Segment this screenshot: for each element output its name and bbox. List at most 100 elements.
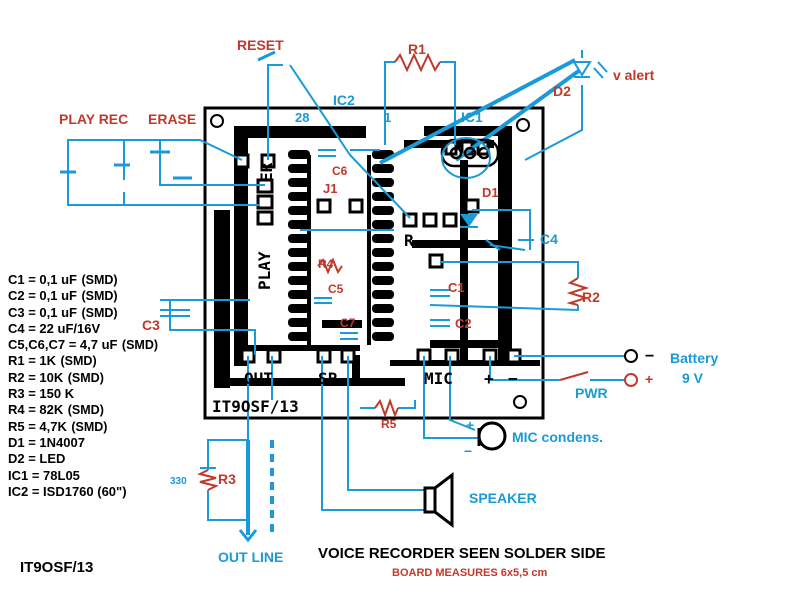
ic1-outline xyxy=(441,137,491,179)
label-j1: J1 xyxy=(323,181,337,196)
part-ref: C5,C6,C7 = 4,7 uF xyxy=(8,337,118,353)
part-ref: C1 = 0,1 uF xyxy=(8,272,77,287)
component-labels: RESET PLAY REC ERASE IC2 IC1 R1 D2 v ale… xyxy=(20,37,718,579)
battery-terminals xyxy=(624,349,638,387)
part-ref: R2 = 10K xyxy=(8,369,64,385)
label-speaker: SPEAKER xyxy=(469,490,537,506)
ic2-pin-pad xyxy=(288,248,310,257)
diode-d1-icon xyxy=(460,214,478,228)
parts-list-item: IC2 = ISD1760 (60") xyxy=(8,484,198,500)
parts-list-item: R3 = 150 K xyxy=(8,386,198,402)
ic2-pin-pad xyxy=(372,332,394,341)
silk-board-id: IT9OSF/13 xyxy=(212,397,299,416)
label-mic-minus: − xyxy=(464,443,472,459)
label-r3: R3 xyxy=(218,471,236,487)
silk-rec: REC xyxy=(233,221,252,250)
silk-out: OUT xyxy=(244,369,273,388)
part-note: (SMD) xyxy=(60,354,97,369)
pcb-board xyxy=(203,106,545,420)
label-c1: C1 xyxy=(448,280,465,295)
label-battery-plus: + xyxy=(645,371,653,387)
part-note: (SMD) xyxy=(81,289,118,304)
silk-sp: SP xyxy=(318,369,337,388)
label-r2: R2 xyxy=(582,289,600,305)
part-ref: C2 = 0,1 uF xyxy=(8,288,77,304)
blue-wiring xyxy=(67,50,630,535)
part-ref: C4 = 22 uF/16V xyxy=(8,320,101,336)
ic2-pin-pad xyxy=(372,206,394,215)
parts-list-item: C5,C6,C7 = 4,7 uF (SMD) xyxy=(8,337,198,353)
label-v-alert: v alert xyxy=(613,67,655,83)
parts-list-item: D2 = LED xyxy=(8,451,198,467)
label-c5: C5 xyxy=(328,282,344,296)
parts-list-item: C4 = 22 uF/16V xyxy=(8,321,198,337)
parts-list-item: C1 = 0,1 uF (SMD) xyxy=(8,272,198,288)
parts-list-item: D1 = 1N4007 xyxy=(8,435,198,451)
label-battery: Battery xyxy=(670,350,718,366)
label-author: IT9OSF/13 xyxy=(20,559,93,576)
label-mic-plus: + xyxy=(466,417,474,433)
parts-list-item: R2 = 10K (SMD) xyxy=(8,370,198,386)
ic2-pin-pad xyxy=(288,192,310,201)
part-ref: D2 = LED xyxy=(8,451,66,467)
diagram-title: VOICE RECORDER SEEN SOLDER SIDE xyxy=(318,545,606,562)
silk-r: R xyxy=(404,231,414,250)
part-ref: C3 = 0,1 uF xyxy=(8,304,77,320)
silk-er: ER xyxy=(257,162,276,182)
silk-mic: MIC xyxy=(424,369,453,388)
ic2-pin-pad xyxy=(288,276,310,285)
ic2-pin-pad xyxy=(288,262,310,271)
part-note: (SMD) xyxy=(71,419,108,434)
label-c2: C2 xyxy=(455,316,472,331)
speaker-icon xyxy=(423,471,454,529)
led-d2-icon xyxy=(572,61,608,79)
part-ref: D1 = 1N4007 xyxy=(8,434,85,450)
label-d1: D1 xyxy=(482,185,499,200)
ic2-pin-pad xyxy=(288,206,310,215)
label-pin-28: 28 xyxy=(295,110,309,125)
power-switch-icon xyxy=(559,371,589,381)
ic2-pin-pad xyxy=(372,304,394,313)
label-ic2: IC2 xyxy=(333,92,355,108)
parts-list-item: R1 = 1K (SMD) xyxy=(8,353,198,369)
label-battery-minus: − xyxy=(645,348,654,365)
ic2-pin-pad xyxy=(372,164,394,173)
label-reset: RESET xyxy=(237,37,284,53)
resistor-symbols xyxy=(197,52,590,491)
ic2-pin-pad xyxy=(372,234,394,243)
microphone-icon xyxy=(477,421,507,451)
label-mic-condens: MIC condens. xyxy=(512,429,603,445)
silk-plus: + xyxy=(484,369,494,388)
ic2-pin-pad xyxy=(372,248,394,257)
label-r1: R1 xyxy=(408,41,426,57)
parts-list-item: R4 = 82K (SMD) xyxy=(8,402,198,418)
parts-list-item: IC1 = 78L05 xyxy=(8,468,198,484)
ic2-pin-pad xyxy=(372,276,394,285)
ground-arrow-icon xyxy=(238,529,258,543)
label-erase: ERASE xyxy=(148,111,196,127)
label-ic1: IC1 xyxy=(461,109,483,125)
parts-list-item: R5 = 4,7K (SMD) xyxy=(8,419,198,435)
label-pin-1: 1 xyxy=(384,110,391,125)
label-play-rec: PLAY REC xyxy=(59,111,128,127)
ic2-pin-pad xyxy=(288,178,310,187)
label-board-measures: BOARD MEASURES 6x5,5 cm xyxy=(392,567,547,579)
label-r5: R5 xyxy=(381,417,397,431)
part-ref: R5 = 4,7K xyxy=(8,418,67,434)
ic2-pin-pad xyxy=(288,290,310,299)
ic2-pin-pad xyxy=(288,332,310,341)
parts-list-item: C2 = 0,1 uF (SMD) xyxy=(8,288,198,304)
capacitor-symbols xyxy=(160,149,534,469)
label-out-line: OUT LINE xyxy=(218,549,283,565)
ic2-pin-pad xyxy=(372,262,394,271)
silkscreen-text: ER REC PLAY R OUT SP MIC + − IT9OSF/13 xyxy=(212,162,518,416)
ic2-pin-pad xyxy=(288,234,310,243)
label-r3-value: 330 xyxy=(170,476,187,487)
ic2-pin-pad xyxy=(372,220,394,229)
label-c3: C3 xyxy=(142,317,160,333)
part-ref: R4 = 82K xyxy=(8,402,64,418)
label-battery-volts: 9 V xyxy=(682,370,704,386)
part-note: (SMD) xyxy=(81,273,118,287)
